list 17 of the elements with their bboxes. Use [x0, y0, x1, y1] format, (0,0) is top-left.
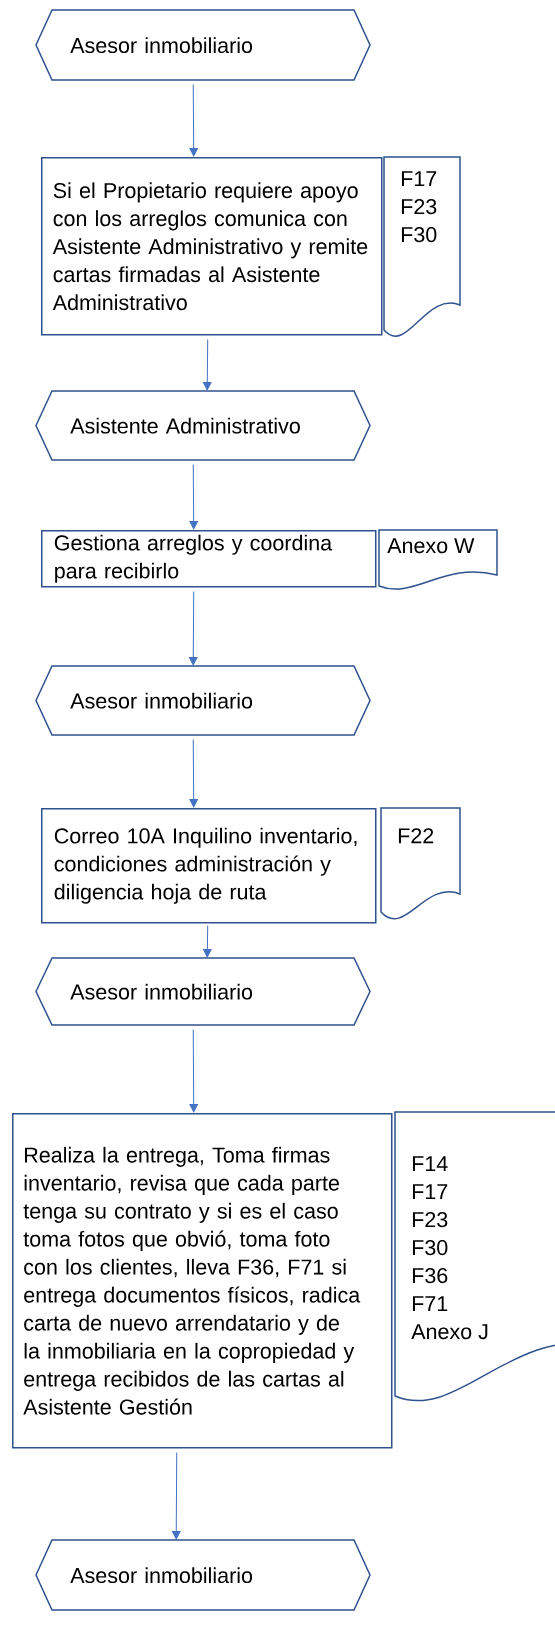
terminal-hexagon: Asesor inmobiliario	[35, 9, 371, 81]
arrow	[202, 339, 212, 391]
process-box: Si el Propietario requiere apoyo con los arreglos comunica con Asistente Administrativo y remite cartas firmadas al Asistente Administrativo	[41, 157, 383, 336]
process-box: Gestiona arreglos y coordina para recibirlo	[41, 530, 377, 588]
arrow	[171, 1452, 181, 1540]
process-box: Realiza la entrega, Toma firmas inventario, revisa que cada parte tenga su contrato y si es el caso toma fotos que obvió, toma foto con los clientes, lleva F36, F71 si entrega documentos físicos, radica carta de nuevo arrendatario y de la inmobiliaria en la copropiedad y entrega recibidos de las cartas al Asistente Gestión	[12, 1113, 393, 1449]
terminal-hexagon: Asesor inmobiliario	[35, 1539, 371, 1611]
arrow	[189, 738, 198, 808]
process-box: Correo 10A Inquilino inventario, condiciones administración y diligencia hoja de ruta	[41, 808, 377, 924]
arrow	[189, 1028, 198, 1113]
arrow	[203, 925, 212, 958]
arrow	[189, 83, 198, 157]
terminal-hexagon: Asesor inmobiliario	[35, 957, 371, 1026]
terminal-hexagon: Asistente Administrativo	[35, 390, 371, 461]
arrow	[189, 463, 198, 530]
arrow	[188, 591, 198, 666]
terminal-hexagon: Asesor inmobiliario	[35, 665, 371, 736]
